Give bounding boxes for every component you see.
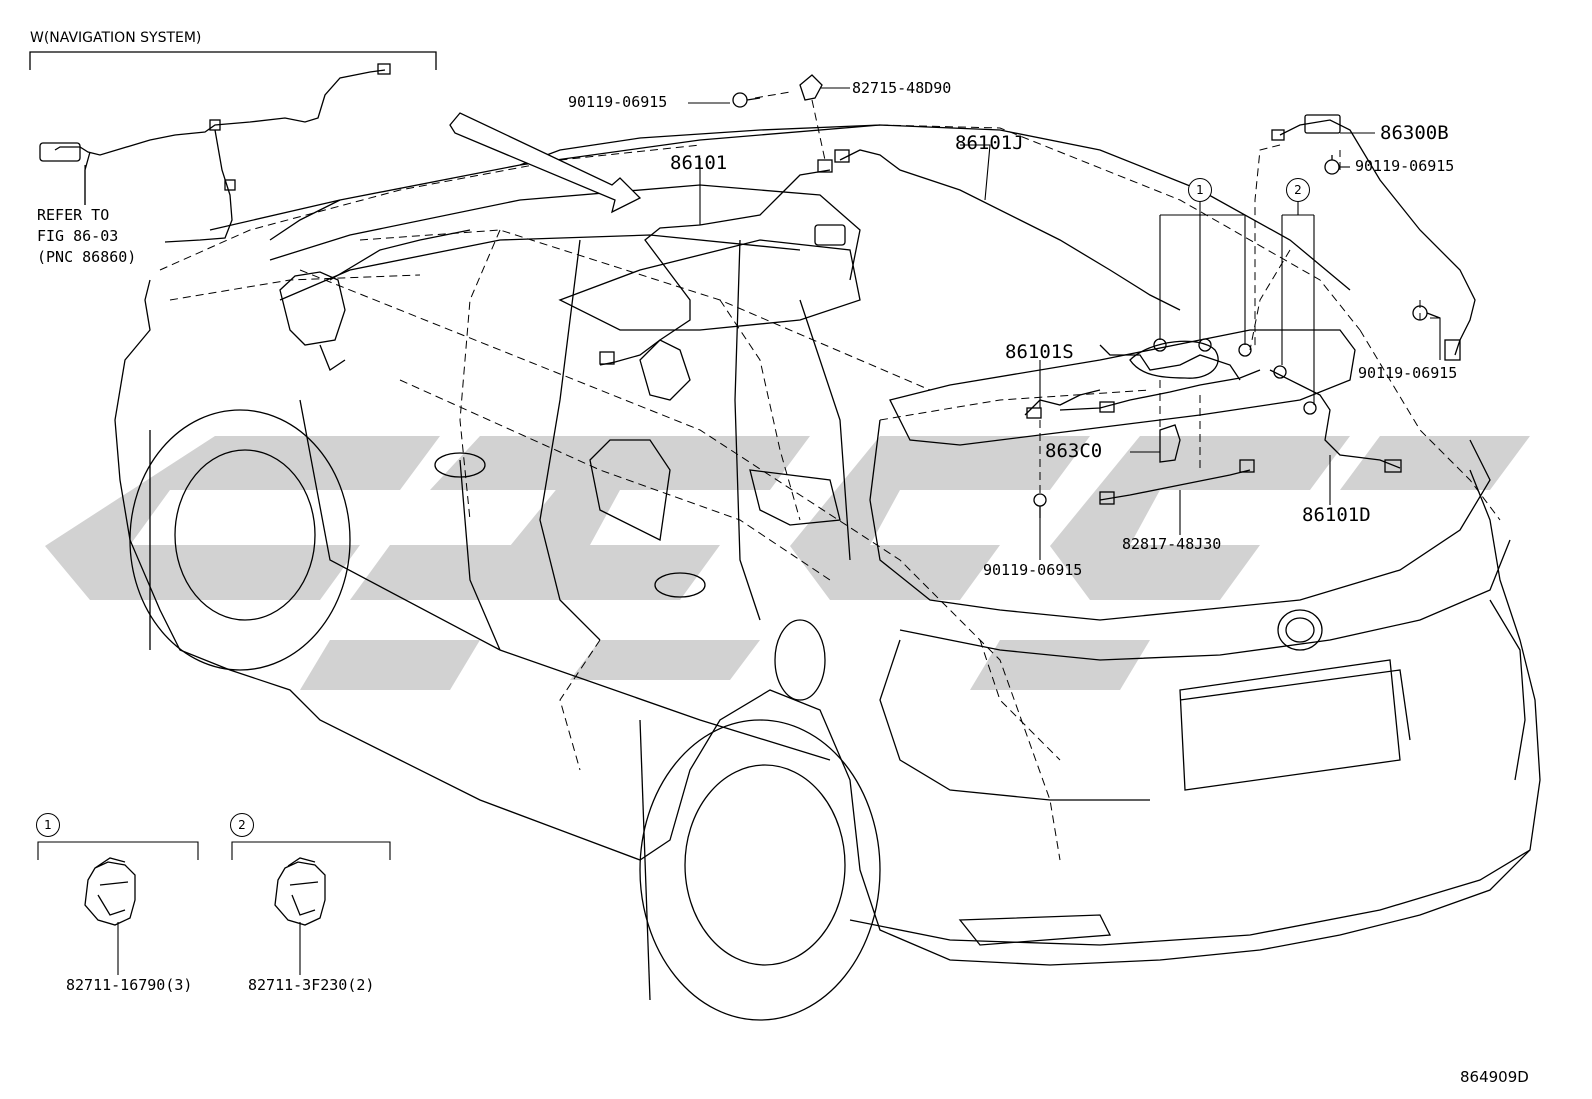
part-label-86101J: 86101J [955, 132, 1024, 154]
part-label-90119-center: 90119-06915 [983, 561, 1083, 579]
watermark [45, 436, 1530, 690]
clip-82711-3F230 [274, 857, 326, 926]
windshield [269, 184, 861, 281]
license-plate [1179, 659, 1401, 791]
bracket-82715 [799, 74, 823, 101]
diagram-id: 864909D [1460, 1068, 1529, 1086]
legend-bracket-1 [37, 841, 199, 860]
header-bracket [29, 51, 437, 70]
refer-note-line1: REFER TO [37, 206, 110, 224]
bolt-right-upper [1324, 155, 1340, 175]
legend-callout-1: 1 [36, 813, 60, 837]
legend-part-82711-3F230: 82711-3F230(2) [248, 976, 375, 994]
bolt-center [1033, 493, 1047, 518]
part-label-86300B: 86300B [1380, 122, 1449, 144]
part-label-82715: 82715-48D90 [852, 79, 952, 97]
bolt-top [732, 92, 761, 108]
sensor-82817 [1099, 469, 1251, 501]
part-label-86101: 86101 [670, 152, 728, 174]
dashboard [558, 239, 861, 331]
variant-label: W(NAVIGATION SYSTEM) [30, 30, 202, 46]
part-label-90119-top: 90119-06915 [568, 93, 668, 111]
wire-loom [1129, 340, 1219, 379]
part-label-863C0: 863C0 [1045, 440, 1103, 462]
emblem [1277, 609, 1323, 651]
harness-86101 [599, 169, 831, 366]
part-label-90119-right-upper: 90119-06915 [1355, 157, 1455, 175]
front-wheel [129, 409, 351, 671]
part-label-86101S: 86101S [1005, 341, 1074, 363]
part-label-82817: 82817-48J30 [1122, 535, 1222, 553]
tailgate [899, 539, 1511, 661]
car-body [114, 279, 1541, 966]
front-seat [589, 439, 671, 541]
rear-wheel [639, 719, 881, 1021]
part-label-86101D: 86101D [1302, 504, 1371, 526]
side-mirror [279, 271, 346, 346]
nav-connector [39, 142, 81, 162]
harness-86101J [839, 149, 1181, 311]
refer-note-line2: FIG 86-03 [37, 227, 119, 245]
clip-82711-16790 [84, 857, 136, 926]
refer-note-line3: (PNC 86860) [37, 248, 137, 266]
roof-line [209, 124, 1351, 291]
part-label-90119-right-lower: 90119-06915 [1358, 364, 1458, 382]
bracket-863C0 [1159, 424, 1181, 463]
harness-86101D [1269, 369, 1401, 469]
bumper [849, 849, 1531, 946]
view-arrow [449, 112, 642, 214]
rear-glass [889, 329, 1356, 446]
callout-2: 2 [1286, 178, 1310, 202]
callout-1: 1 [1188, 178, 1212, 202]
legend-callout-2: 2 [230, 813, 254, 837]
antenna-86300B [1279, 119, 1476, 356]
legend-bracket-2 [231, 841, 391, 860]
legend-part-82711-16790: 82711-16790(3) [66, 976, 193, 994]
